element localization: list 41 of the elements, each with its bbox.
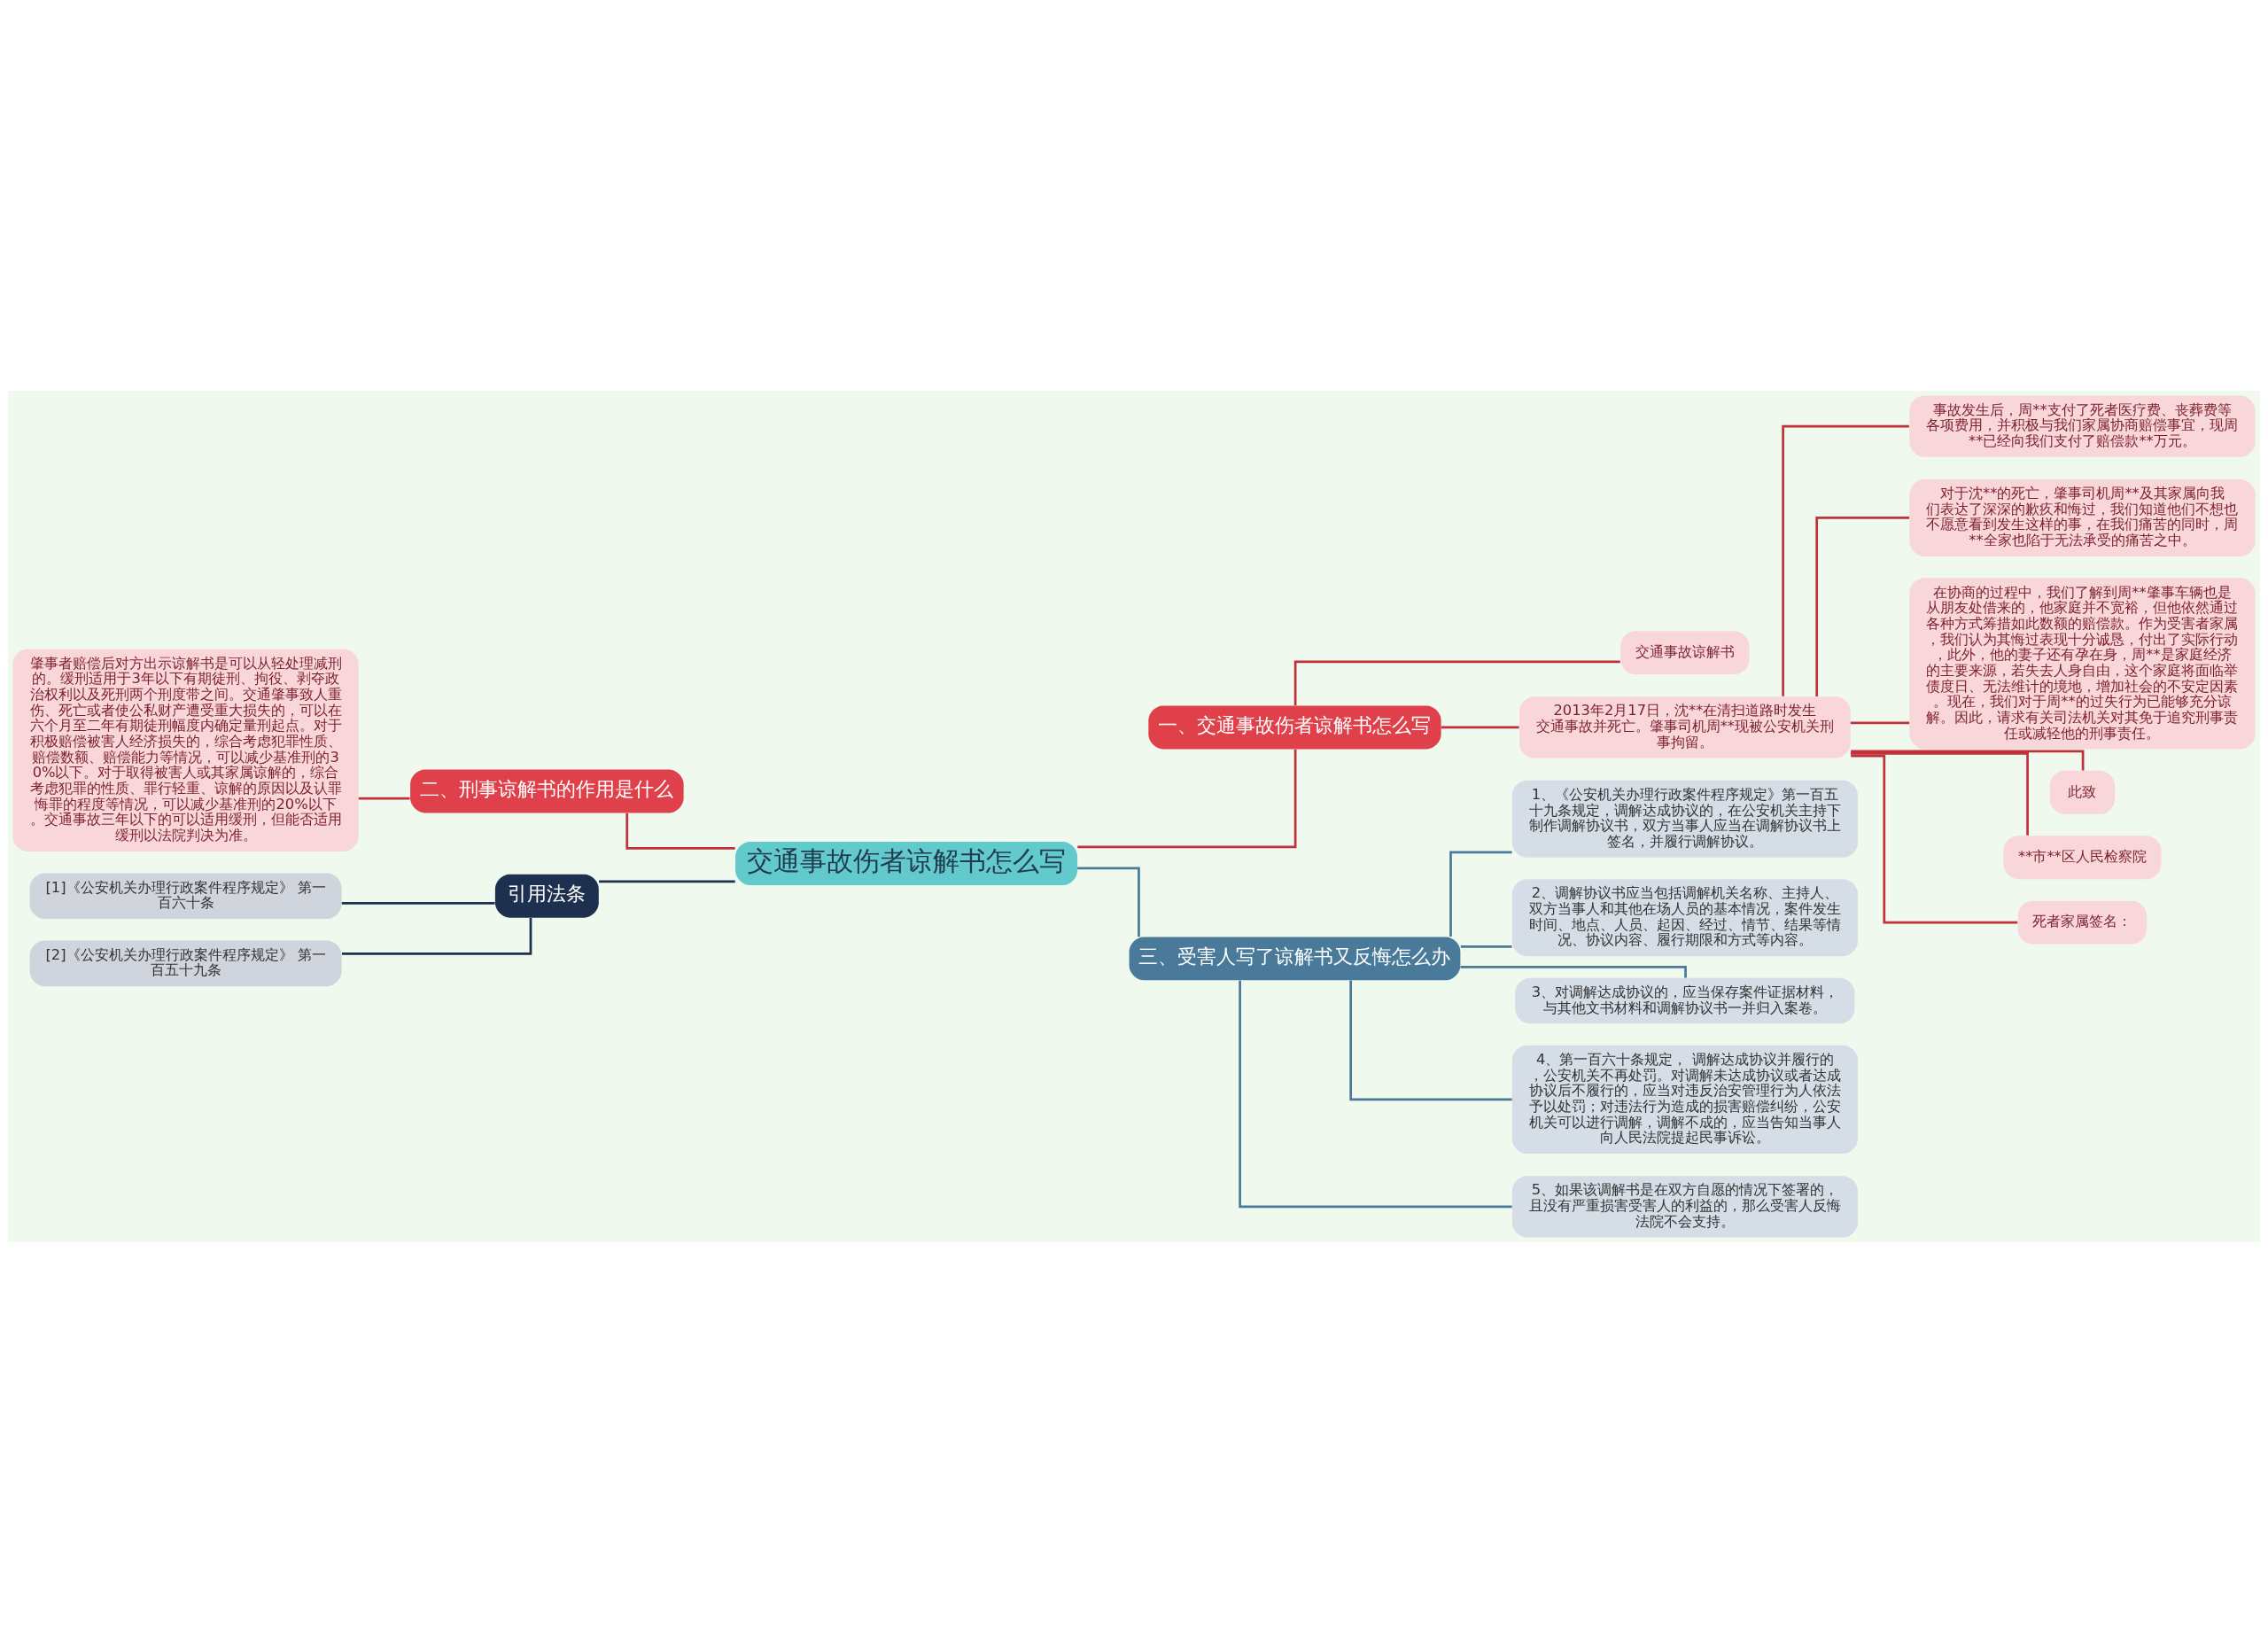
node-box: [2]《公安机关办理行政案件程序规定》 第一百五十九条 xyxy=(29,940,342,987)
node-box: 此致 xyxy=(2049,770,2116,814)
node-box: 2013年2月17日，沈**在清扫道路时发生交通事故并死亡。肇事司机周**现被公安机关刑事拘留。 xyxy=(1518,696,1851,758)
node-box: 三、受害人写了谅解书又反悔怎么办 xyxy=(1129,937,1461,981)
connector xyxy=(599,880,735,883)
node-box: 在协商的过程中，我们了解到周**肇事车辆也是从朋友处借来的，他家庭并不宽裕，但他依然通过各种方式筹措如此数额的赔偿款。作为受害者家属，我们认为其悔过表现十分诚恳，付出了实际行动，此外，他的妻子还有孕在身，周**是家庭经济的主要来源，若失去人身自由，这个家庭将面临举债度日、无法维计的境地，增加社会的不安定因素。现在，我们对于周**的过失行为已能够充分谅解。因此，请求有关司法机关对其免于追究刑事责任或减轻他的刑事责任。 xyxy=(1909,578,2256,750)
node-box: 一、交通事故伤者谅解书怎么写 xyxy=(1148,705,1441,750)
connector xyxy=(1815,517,1910,696)
node-box: 1、《公安机关办理行政案件程序规定》第一百五十九条规定，调解达成协议的，在公安机关主持下制作调解协议书，双方当事人应当在调解协议书上签名，并履行调解协议。 xyxy=(1511,780,1858,858)
connector xyxy=(1850,721,1910,725)
node-box: 5、如果该调解书是在双方自愿的情况下签署的，且没有严重损害受害人的利益的，那么受害人反悔法院不会支持。 xyxy=(1511,1176,1858,1238)
connector xyxy=(1851,750,2085,771)
node-box: 2、调解协议书应当包括调解机关名称、主持人、双方当事人和其他在场人员的基本情况，案件发生时间、地点、人员、起因、经过、情节、结果等情况、协议内容、履行期限和方式等内容。 xyxy=(1511,879,1858,957)
connector xyxy=(1449,851,1512,937)
connector xyxy=(1077,867,1140,937)
connector xyxy=(342,917,532,955)
node-box: 交通事故伤者谅解书怎么写 xyxy=(735,842,1078,885)
connector xyxy=(1460,966,1687,978)
node-box: 引用法条 xyxy=(494,874,599,918)
connector xyxy=(1441,726,1519,729)
connector xyxy=(358,797,410,800)
connector xyxy=(1851,752,2029,836)
connector xyxy=(625,813,735,850)
connector xyxy=(1293,660,1620,706)
node-box: **市**区人民检察院 xyxy=(2003,836,2162,880)
node-box: 3、对调解达成协议的，应当保存案件证据材料，与其他文书材料和调解协议书一并归入案卷。 xyxy=(1515,977,1855,1024)
connector xyxy=(1349,980,1512,1101)
node-box: 肇事者赔偿后对方出示谅解书是可以从轻处理减刑的。缓刑适用于3年以下有期徒刑、拘役、剥夺政治权利以及死刑两个刑度带之间。交通肇事致人重伤、死亡或者使公私财产遭受重大损失的，可以在六个月至二年有期徒刑幅度内确定量刑起点。对于积极赔偿被害人经济损失的，综合考虑犯罪性质、赔偿数额、赔偿能力等情况，可以减少基准刑的30%以下。对于取得被害人或其家属谅解的，综合考虑犯罪的性质、罪行轻重、谅解的原因以及认罪悔罪的程度等情况，可以减少基准刑的20%以下。交通事故三年以下的可以适用缓刑，但能否适用缓刑以法院判决为准。 xyxy=(12,649,359,851)
connector xyxy=(1239,980,1512,1209)
node-box: 对于沈**的死亡，肇事司机周**及其家属向我们表达了深深的歉疚和悔过，我们知道他们不想也不愿意看到发生这样的事，在我们痛苦的同时，周**全家也陷于无法承受的痛苦之中。 xyxy=(1909,478,2256,556)
node-box: 死者家属签名： xyxy=(2017,900,2148,945)
connector xyxy=(1460,945,1512,948)
connector xyxy=(1782,424,1909,696)
node-box: 事故发生后，周**支付了死者医疗费、丧葬费等各项费用，并积极与我们家属协商赔偿事宜，现周**已经向我们支付了赔偿款**万元。 xyxy=(1909,395,2256,457)
connector xyxy=(1851,754,2018,924)
node-box: [1]《公安机关办理行政案件程序规定》 第一百六十条 xyxy=(29,873,342,920)
node-box: 二、刑事谅解书的作用是什么 xyxy=(410,769,684,813)
connector xyxy=(341,902,495,905)
connector xyxy=(1077,749,1297,849)
node-box: 4、第一百六十条规定， 调解达成协议并履行的，公安机关不再处罚。对调解未达成协议或者达成协议后不履行的，应当对违反治安管理行为人依法予以处罚；对违法行为造成的损害赔偿纠纷，公安机关可以进行调解，调解不成的，应当告知当事人向人民法院提起民事诉讼。 xyxy=(1511,1045,1858,1155)
node-box: 交通事故谅解书 xyxy=(1620,631,1750,675)
